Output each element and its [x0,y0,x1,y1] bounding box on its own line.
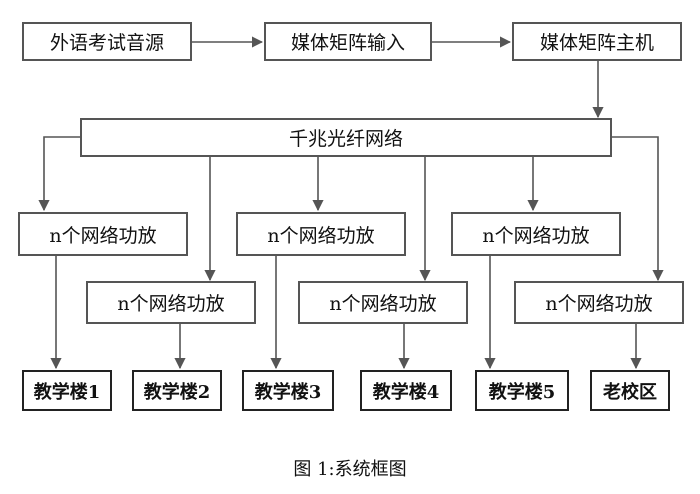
arrow-network-to-amp-1 [38,136,80,212]
matrix-input-box: 媒体矩阵输入 [264,22,432,61]
amplifier-box: n个网络功放 [236,212,406,256]
building-box: 教学楼5 [475,370,569,411]
network-box: 千兆光纤网络 [80,118,612,157]
amplifier-box: n个网络功放 [514,281,684,324]
building-box: 教学楼3 [242,370,334,411]
amplifier-box: n个网络功放 [18,212,188,256]
building-box: 教学楼2 [132,370,222,411]
figure-caption: 图 1:系统框图 [293,459,407,480]
arrow-network-to-amp-6 [612,136,664,282]
building-box: 教学楼1 [22,370,112,411]
amplifier-box: n个网络功放 [86,281,256,324]
building-box: 教学楼4 [360,370,452,411]
amplifier-box: n个网络功放 [298,281,468,324]
building-box: 老校区 [590,370,670,411]
source-box: 外语考试音源 [22,22,192,61]
amplifier-box: n个网络功放 [451,212,621,256]
matrix-host-box: 媒体矩阵主机 [512,22,682,61]
